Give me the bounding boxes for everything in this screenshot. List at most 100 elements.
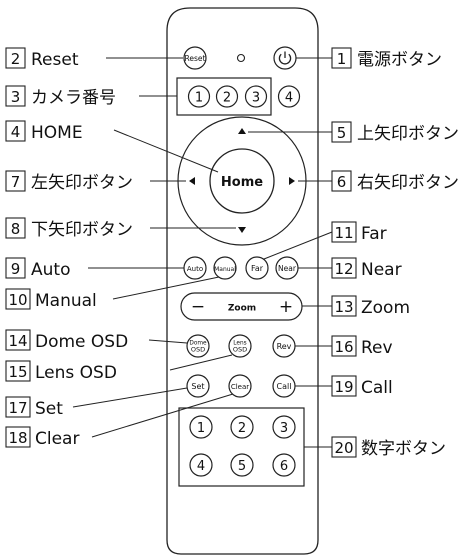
callout-number: 20 [334,439,353,457]
zoom-plus-button[interactable]: + [279,297,293,317]
camera-button-2[interactable] [215,85,239,108]
callout-number: 2 [11,50,21,68]
callout-number: 10 [8,291,27,309]
callout-label-near: Near [361,260,402,280]
clear-button-label: Clear [231,383,249,391]
manual-button[interactable] [213,256,237,280]
callout-box-2 [5,47,26,69]
keypad-number-3: 3 [280,421,288,436]
callout-number: 15 [8,363,27,381]
keypad-button-1[interactable] [189,415,213,439]
callout-number: 19 [334,378,353,396]
callout-label-keypad: 数字ボタン [361,439,446,459]
callout-number: 9 [11,260,21,278]
auto-button-label: Auto [187,265,203,273]
callout-label-rev: Rev [361,338,393,358]
zoom-minus-button[interactable]: − [191,297,205,317]
set-button[interactable] [186,374,210,398]
callout-box-8 [5,217,26,239]
near-button-label: Near [278,264,297,273]
lens-osd-label-1: Lens [233,341,246,347]
power-button[interactable] [273,46,297,70]
dome-osd-button[interactable] [186,334,210,358]
left-arrow-button[interactable] [189,177,195,185]
reset-button-label: Reset [185,54,206,63]
callout-number: 13 [334,298,353,316]
leader-clear [91,393,234,438]
down-arrow-button[interactable] [238,227,246,233]
right-arrow-button[interactable] [289,177,295,185]
keypad-number-4: 4 [197,459,205,474]
power-icon [278,51,292,65]
leader-manual [112,276,220,300]
far-button[interactable] [245,256,269,280]
keypad-button-3[interactable] [272,415,296,439]
callout-label-far: Far [361,224,387,244]
callout-label-home: HOME [31,123,83,143]
callout-label-up-arrow: 上矢印ボタン [357,124,459,144]
callout-label-zoom: Zoom [361,298,410,318]
callout-label-dome-osd: Dome OSD [35,332,128,352]
lens-osd-button[interactable] [228,334,252,358]
dome-osd-label-1: Dome [189,341,207,347]
leader-far [263,231,333,260]
keypad-number-5: 5 [238,459,246,474]
far-button-label: Far [251,264,264,273]
camera-number-1: 1 [195,91,203,106]
callout-box-5 [331,121,352,143]
callout-label-clear: Clear [35,429,79,449]
callout-label-manual: Manual [35,291,97,311]
callout-box-11 [331,221,357,243]
callout-box-4 [5,120,26,142]
callout-box-1 [331,47,352,69]
callout-box-9 [5,257,26,279]
callout-number: 8 [11,220,21,238]
call-button-label: Call [277,382,292,391]
callout-number: 14 [8,332,27,350]
callout-label-reset: Reset [31,50,79,70]
leader-lines [72,57,333,448]
camera-button-3[interactable] [244,85,268,108]
callout-label-call: Call [361,378,393,398]
leader-dome-osd [148,339,188,344]
reset-button[interactable] [183,46,207,70]
callout-number: 1 [337,50,347,68]
callout-label-power: 電源ボタン [357,50,442,70]
callout-number: 12 [334,260,353,278]
callout-number-boxes [5,47,357,458]
keypad-number-2: 2 [238,421,246,436]
camera-number-3: 3 [252,91,260,106]
callout-box-19 [331,375,357,397]
set-button-label: Set [191,382,204,391]
callout-box-10 [5,288,31,310]
camera-number-4: 4 [285,91,293,106]
callout-number: 16 [334,338,353,356]
home-button-label: Home [221,175,263,190]
callout-number: 17 [8,399,27,417]
clear-button[interactable] [228,374,252,398]
callout-box-12 [331,257,357,279]
callout-number: 7 [11,173,21,191]
callout-box-20 [331,436,357,458]
keypad-button-5[interactable] [230,453,254,477]
rev-button-label: Rev [277,342,292,351]
leader-lens-osd [169,354,233,371]
callout-box-16 [331,335,357,357]
callout-label-auto: Auto [31,260,70,280]
manual-button-label: Manual [214,266,236,273]
camera-button-4[interactable] [277,85,301,108]
up-arrow-button[interactable] [238,128,246,134]
callout-label-camera-number: カメラ番号 [31,88,116,108]
camera-button-1[interactable] [187,85,211,108]
keypad-button-2[interactable] [230,415,254,439]
keypad-button-6[interactable] [272,453,296,477]
keypad-button-4[interactable] [189,453,213,477]
callout-number: 11 [334,224,353,242]
callout-box-6 [331,170,352,192]
callout-number: 6 [337,173,347,191]
leader-set [72,387,188,408]
callout-number: 4 [11,123,21,141]
callout-label-down-arrow: 下矢印ボタン [31,220,133,240]
home-button[interactable] [209,148,275,214]
